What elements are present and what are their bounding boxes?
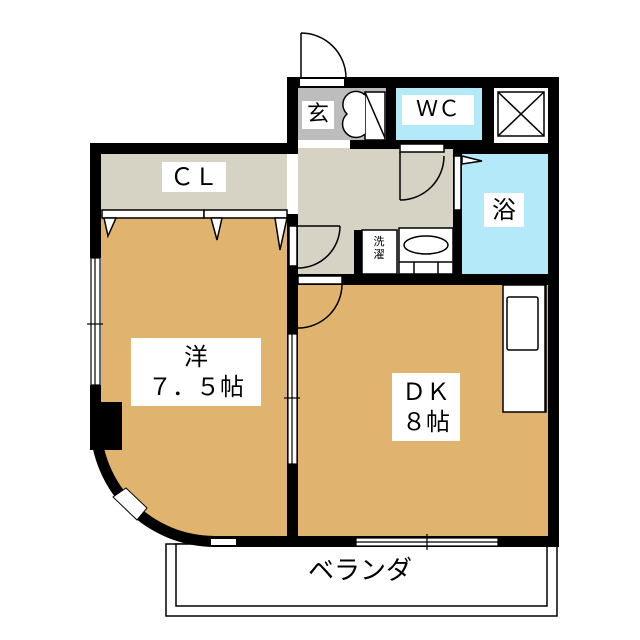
kitchen-counter-icon: [502, 284, 547, 413]
western-room-window-icon: [87, 257, 103, 386]
bath-door-icon[interactable]: [453, 155, 483, 211]
floors: [100, 88, 548, 537]
wc-door-icon[interactable]: [399, 143, 445, 201]
bath-label: 浴: [484, 193, 524, 228]
western-room-door-icon[interactable]: [288, 225, 341, 269]
dk-door-icon[interactable]: [297, 275, 343, 329]
wc-label: ＷＣ: [402, 95, 474, 126]
washbasin-icon: [398, 227, 454, 275]
closet-doors-icon[interactable]: [101, 209, 288, 251]
balcony-door-icon[interactable]: [355, 534, 499, 550]
entrance-label: 玄: [302, 101, 334, 130]
shaft-x-icon: [497, 91, 545, 137]
veranda-label: ベランダ: [307, 556, 412, 586]
interior-window-icon: [284, 333, 300, 465]
bottom-window-icon: [211, 539, 236, 545]
front-door-icon[interactable]: [300, 32, 347, 86]
closet-label: ＣＬ: [162, 162, 226, 193]
western-room-label: 洋 ７．５帖: [131, 338, 261, 406]
veranda: [165, 543, 558, 617]
washer-label: 洗 濯: [365, 234, 393, 264]
curved-window-icon: [112, 487, 148, 521]
dk-label: ＤＫ ８帖: [392, 373, 460, 441]
shoe-closet-doors-icon: [341, 90, 386, 141]
